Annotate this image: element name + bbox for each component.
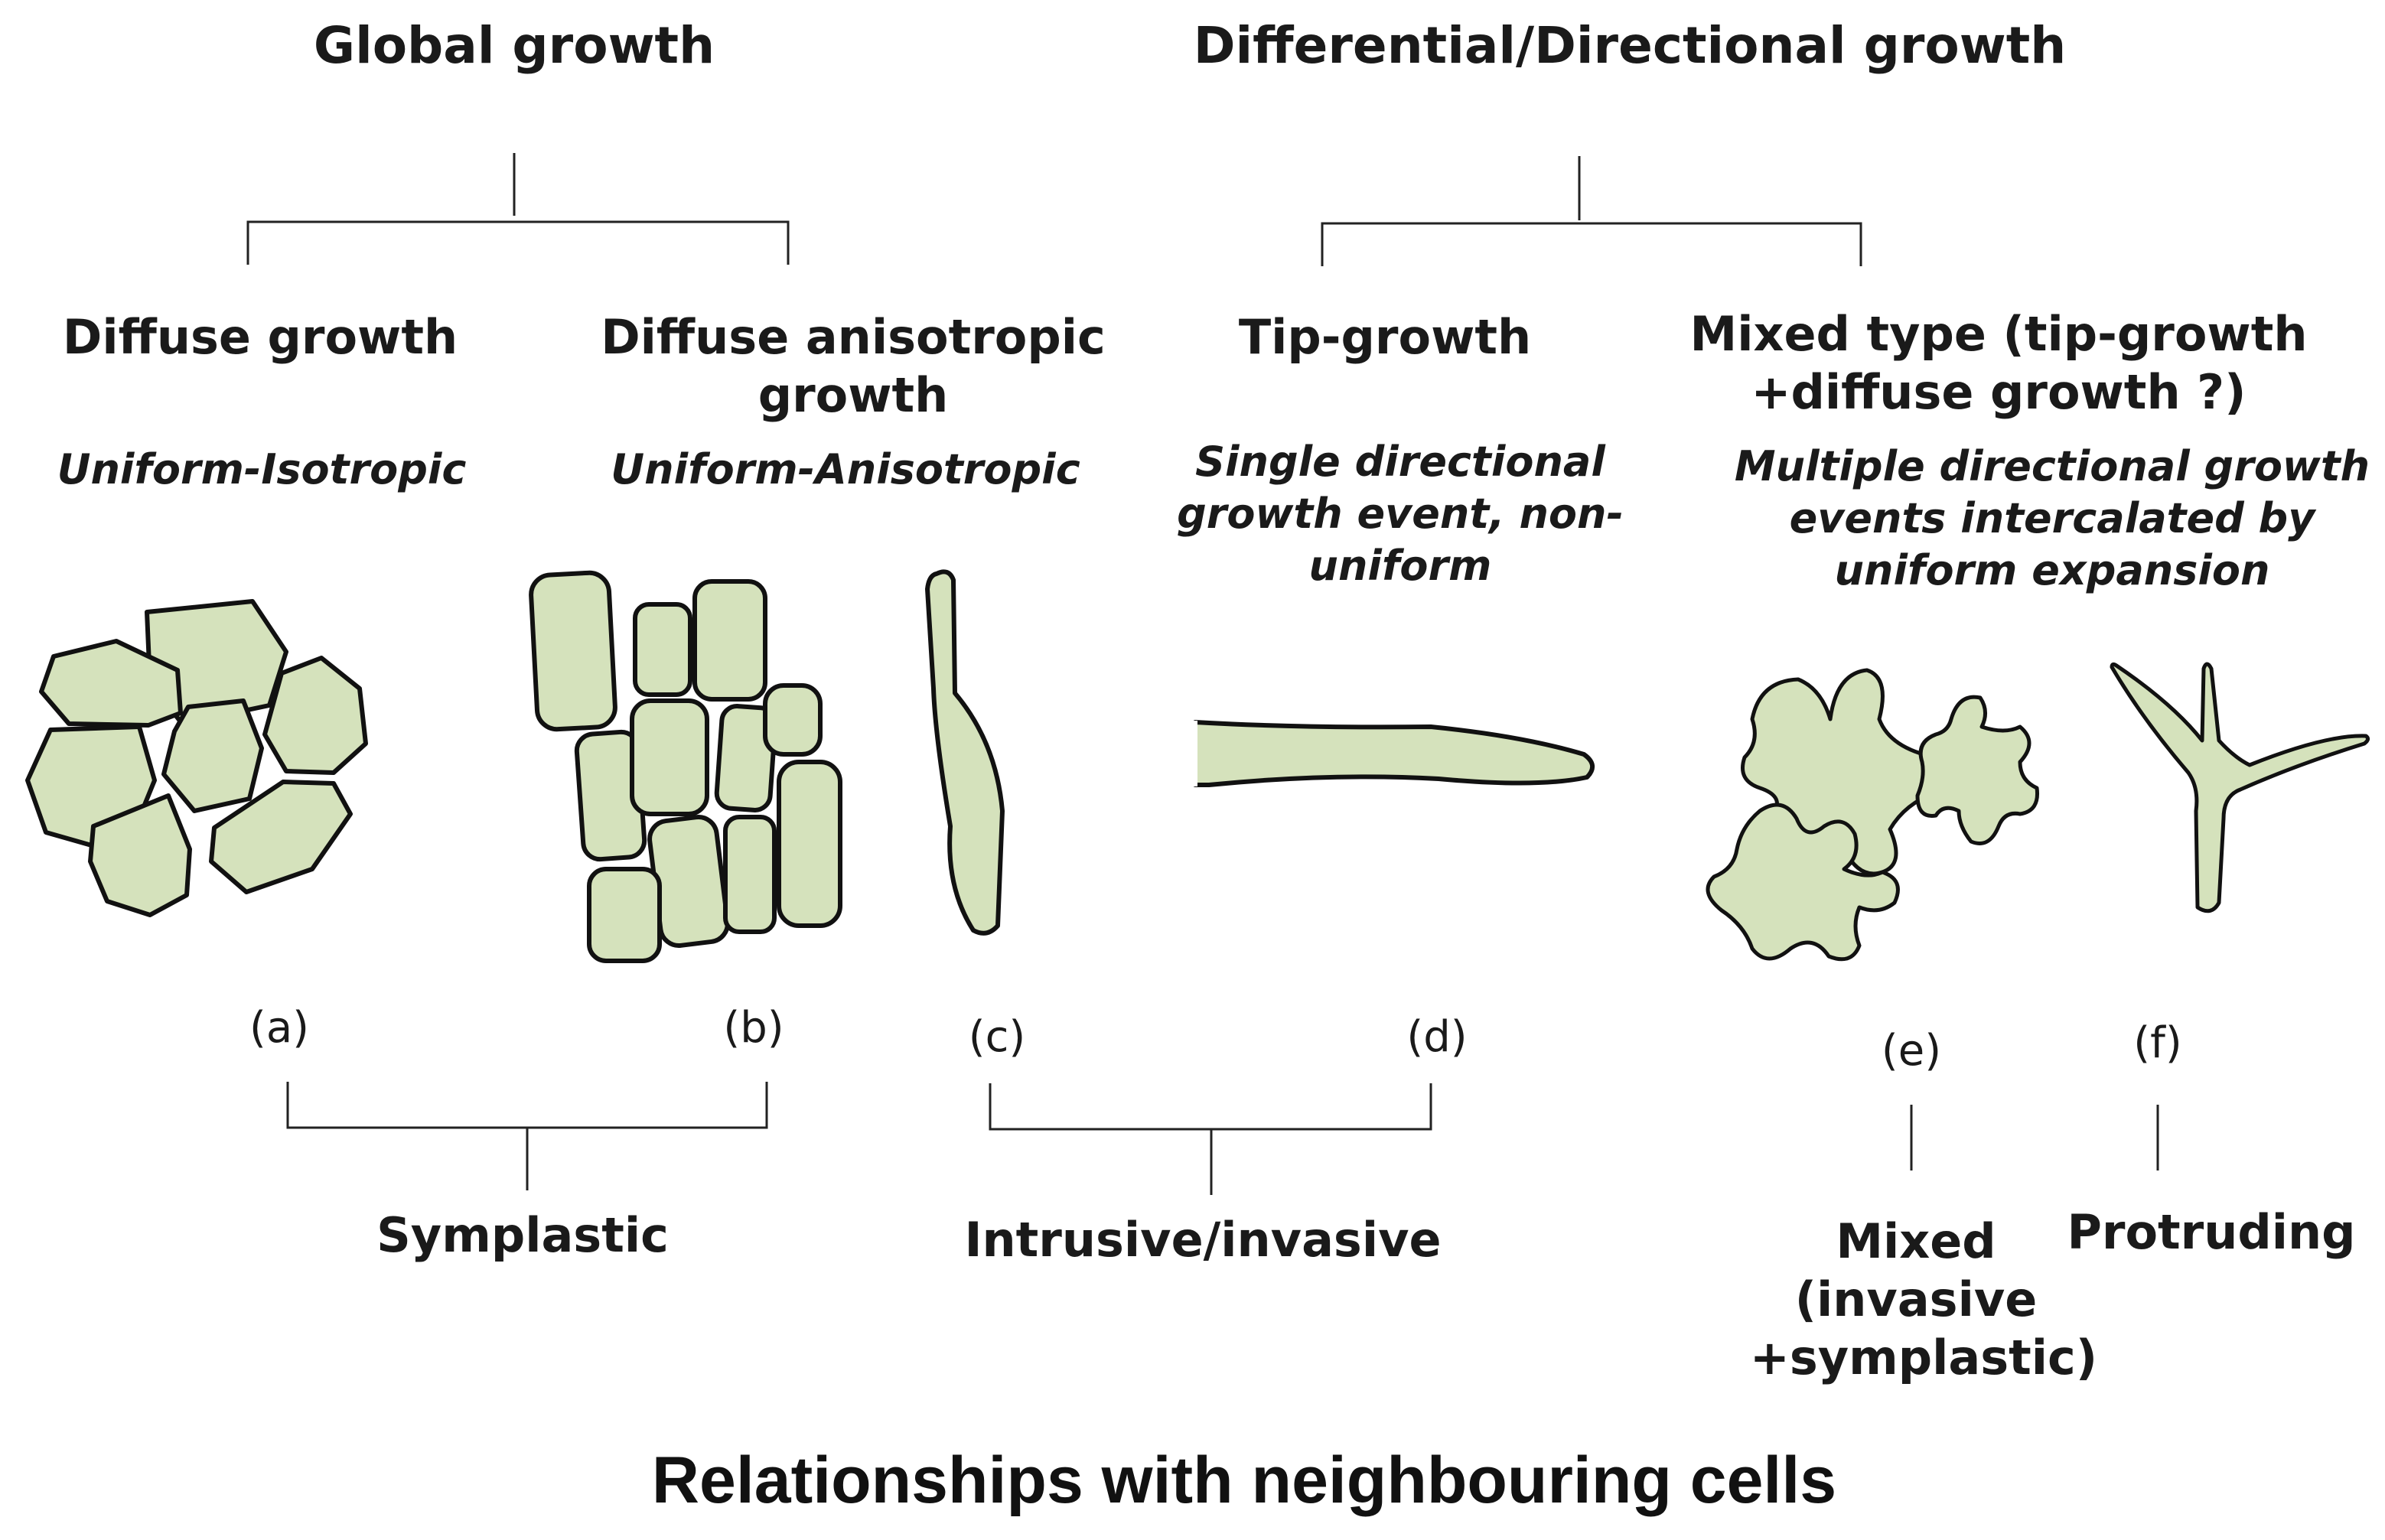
panel-label-e: (e) [1882, 1026, 1941, 1076]
bracket-differential-growth [1321, 156, 1862, 266]
header-global-growth: Global growth [314, 16, 715, 75]
iso-cell [39, 639, 183, 728]
iso-cell [262, 656, 368, 775]
cell-tip-filament [1193, 720, 1595, 787]
relation-mixed-line1: Mixed [1836, 1213, 1996, 1269]
subtitle-uniform-anisotropic: Uniform-Anisotropic [611, 445, 1080, 493]
cells-diffuse-isotropic [25, 599, 368, 917]
bracket-global-growth [246, 153, 790, 265]
bracket-intrusive [989, 1083, 1432, 1195]
title-anisotropic-line2: growth [758, 367, 949, 423]
cell-protruding-branched [2110, 662, 2370, 913]
aniso-cell [714, 704, 778, 812]
iso-cell [209, 780, 353, 894]
lobed-cell [1706, 803, 1900, 962]
relation-mixed-line2: (invasive [1795, 1271, 2038, 1327]
relation-mixed-line3: +symplastic) [1750, 1330, 2097, 1385]
subtitle-mixed-line3: uniform expansion [1835, 546, 2270, 594]
subtitle-mixed-line1: Multiple directional growth [1735, 442, 2370, 490]
title-tip-growth: Tip-growth [1239, 309, 1531, 365]
title-mixed-line1: Mixed type (tip-growth [1690, 306, 2308, 362]
iso-cell [88, 793, 192, 917]
iso-cell [161, 698, 264, 813]
cells-mixed-lobed [1706, 668, 2040, 962]
header-differential-growth: Differential/Directional growth [1194, 16, 2067, 75]
subtitle-mixed-line2: events intercalated by [1790, 494, 2318, 542]
aniso-cell [630, 698, 709, 816]
title-anisotropic-line1: Diffuse anisotropic [601, 309, 1106, 365]
footer-relationships-title: Relationships with neighbouring cells [652, 1444, 1836, 1517]
subtitle-tip-line2: growth event, non- [1177, 490, 1624, 538]
cell-intrusive-elongated [925, 569, 1005, 936]
panel-label-b: (b) [723, 1003, 784, 1053]
bracket-symplastic [286, 1082, 768, 1190]
relation-symplastic: Symplastic [376, 1207, 669, 1263]
panel-label-a: (a) [249, 1003, 309, 1053]
subtitle-tip-line3: uniform [1309, 542, 1492, 590]
aniso-cell [633, 602, 692, 697]
aniso-cell [692, 579, 767, 702]
aniso-cell [529, 570, 617, 732]
aniso-cell [777, 760, 842, 928]
relation-protruding: Protruding [2067, 1204, 2355, 1260]
panel-label-d: (d) [1406, 1012, 1467, 1062]
cells-diffuse-anisotropic [529, 570, 842, 963]
relation-intrusive: Intrusive/invasive [964, 1212, 1441, 1268]
aniso-cell [763, 683, 823, 757]
aniso-cell [587, 867, 662, 963]
subtitle-uniform-isotropic: Uniform-Isotropic [57, 445, 467, 493]
lobed-cell [1915, 695, 2040, 845]
panel-label-f: (f) [2133, 1018, 2181, 1068]
subtitle-tip-line1: Single directional [1195, 438, 1606, 486]
panel-label-c: (c) [969, 1012, 1025, 1062]
title-mixed-line2: +diffuse growth ?) [1751, 364, 2247, 420]
title-diffuse-growth: Diffuse growth [63, 309, 458, 365]
aniso-cell [723, 815, 777, 934]
